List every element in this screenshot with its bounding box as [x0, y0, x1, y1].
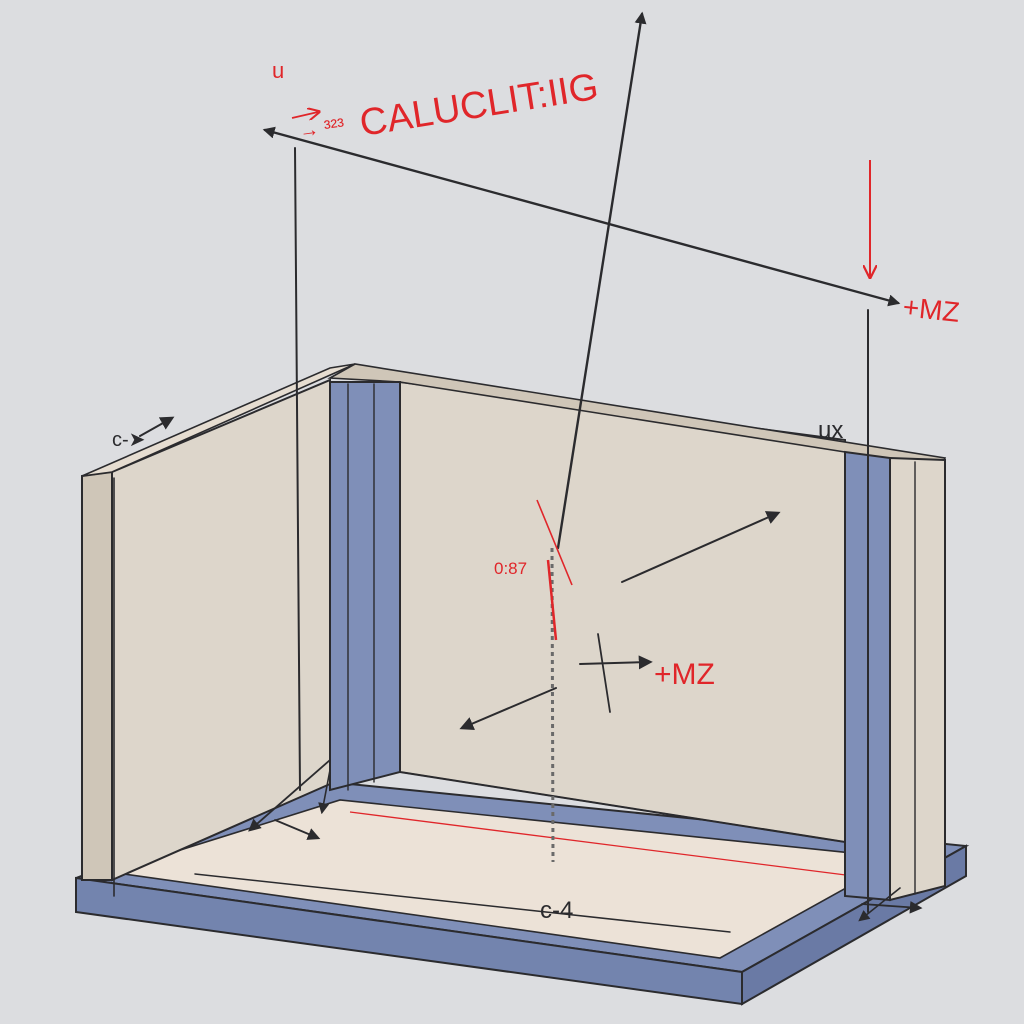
red-title-arrow	[291, 112, 318, 118]
title-prefix: → ³²³	[298, 115, 346, 143]
floor-red-line	[349, 811, 886, 881]
arrow-center-right	[579, 655, 653, 670]
floor-label: c-4	[540, 897, 573, 924]
corner-post-left	[329, 381, 401, 792]
center-red-tick	[536, 499, 573, 586]
corner-arrow-5	[858, 887, 901, 922]
back-wall-bottom	[399, 771, 846, 843]
top-mark-label: u	[272, 58, 284, 83]
arrow-left-down	[459, 687, 557, 731]
corner-arrow-4	[861, 901, 923, 914]
vertical-force-arrow	[556, 11, 647, 550]
back-wall	[399, 380, 846, 844]
right-top-label: +MZ	[901, 291, 961, 328]
center-right-label: +MZ	[654, 658, 715, 691]
corner-arrow-3	[318, 769, 331, 815]
right-corner-label: ux	[818, 417, 843, 444]
center-tick	[597, 633, 611, 713]
left-wall-rim	[81, 363, 356, 477]
left-wall-label: c-➤	[112, 429, 145, 451]
right-wall-edge	[889, 456, 946, 902]
floor-line	[194, 873, 731, 933]
left-wall-edge	[81, 470, 113, 881]
arrow-right-up	[621, 511, 781, 583]
corner-arrow-2	[274, 819, 321, 840]
center-post-red	[546, 559, 558, 641]
center-red-label: 0:87	[494, 559, 527, 578]
title-label: CALUCLIT:IIG	[357, 66, 601, 145]
left-wall-arrow	[139, 416, 175, 437]
top-dimension-arrow	[262, 126, 901, 307]
corner-arrow-1	[248, 759, 331, 832]
